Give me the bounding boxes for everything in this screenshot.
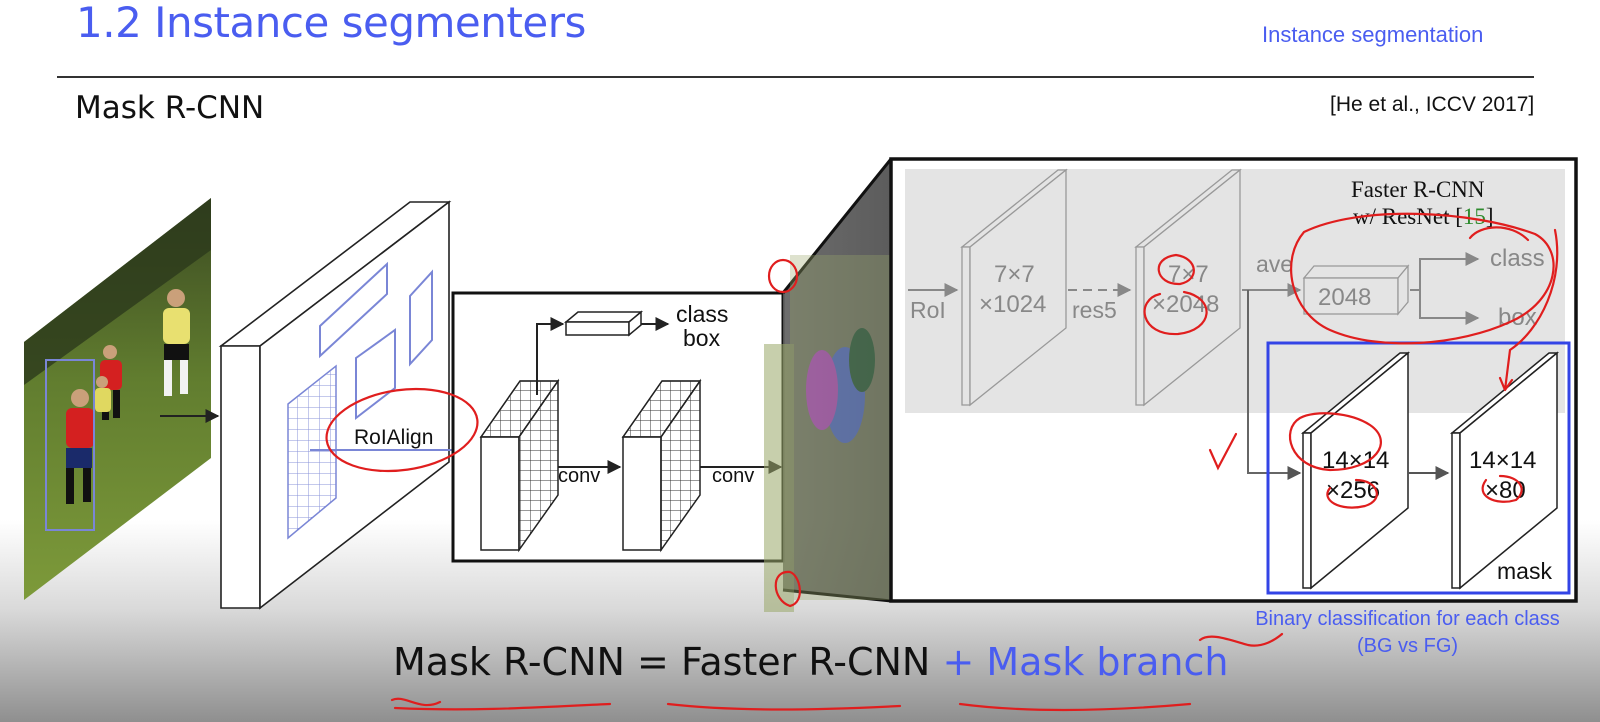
footnote: Binary classification for each class (BG… <box>1215 606 1600 660</box>
fc-2048-label: 2048 <box>1318 284 1371 311</box>
block1-line2: ×1024 <box>979 291 1046 318</box>
equation-equals: = <box>637 640 669 684</box>
slide-title: 1.2 Instance segmenters <box>76 0 586 47</box>
mask-label: mask <box>1497 558 1552 584</box>
equation-term1: Faster R-CNN <box>680 640 931 684</box>
handwritten-annotations <box>325 212 1559 712</box>
equation-lhs: Mask R-CNN <box>393 640 625 684</box>
summary-equation: Mask R-CNN = Faster R-CNN + Mask branch <box>393 640 1228 684</box>
conv-block-1 <box>479 378 560 553</box>
conv-label-1: conv <box>558 465 600 487</box>
res5-label: res5 <box>1072 297 1117 323</box>
conv-label-2: conv <box>712 465 754 487</box>
equation-term2: Mask branch <box>986 640 1229 684</box>
player-yellow-2 <box>95 376 111 412</box>
res-block-1 <box>960 168 1068 407</box>
inset-class-label: class <box>1490 245 1545 272</box>
roi-box-photo <box>45 359 95 531</box>
equation-plus: + <box>942 640 975 684</box>
fc-box <box>563 310 644 337</box>
fc-2048-box <box>1302 264 1410 316</box>
inset-caption-line2: w/ ResNet [15] <box>1353 204 1494 229</box>
head-class-label: class <box>676 301 728 327</box>
feature-map <box>218 200 452 610</box>
mask-block2-line1: 14×14 <box>1469 447 1536 474</box>
block1-line1: 7×7 <box>994 261 1035 288</box>
slide-subtitle: Mask R-CNN <box>75 90 265 126</box>
player-red <box>66 389 94 504</box>
block2-line2: ×2048 <box>1152 291 1219 318</box>
title-divider <box>57 76 1534 78</box>
mask-output-preview <box>764 255 891 612</box>
arrow-to-fc <box>536 317 565 395</box>
mask-block-2 <box>1449 351 1560 590</box>
section-tag: Instance segmentation <box>1262 22 1484 47</box>
footnote-line1: Binary classification for each class <box>1255 608 1560 630</box>
roialign-label: RoIAlign <box>354 426 433 449</box>
roi-grid <box>287 364 337 540</box>
res-block-2 <box>1134 168 1242 407</box>
arrow-class <box>1410 252 1480 291</box>
citation: [He et al., ICCV 2017] <box>1330 93 1535 116</box>
arrow-to-mask <box>1247 290 1302 480</box>
conv-block-2 <box>621 378 702 553</box>
inset-roi-label: RoI <box>910 297 946 323</box>
head-box-label: box <box>683 325 721 351</box>
inset-caption-line1: Faster R-CNN <box>1351 177 1485 202</box>
footnote-line2: (BG vs FG) <box>1356 635 1459 657</box>
player-yellow <box>163 289 190 396</box>
arrow-box <box>1419 290 1480 325</box>
ave-label: ave <box>1256 251 1293 277</box>
input-photo <box>24 198 211 600</box>
mask-block1-line2: ×256 <box>1326 477 1380 504</box>
mask-block-1 <box>1300 351 1411 590</box>
